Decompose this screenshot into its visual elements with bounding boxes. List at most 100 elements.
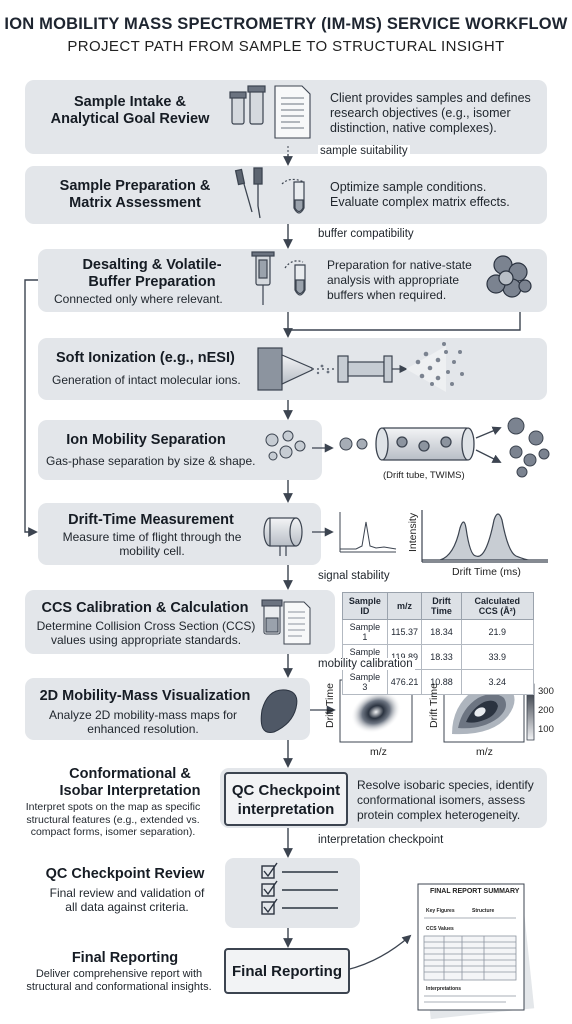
side-bracket: [288, 312, 521, 331]
table-cell: Sample 1: [342, 619, 388, 645]
table-cell: 18.34: [421, 619, 462, 645]
drift-plot-ylabel: Intensity: [407, 512, 419, 552]
side-line: distinction, native complexes).: [330, 121, 497, 135]
ccs-header-cell: Calculated CCS (Å²): [460, 592, 535, 620]
stage-desc-drift: Measure time of flight through the mobil…: [52, 530, 252, 558]
qc-box-line: QC Checkpoint: [231, 782, 341, 799]
nesi-emitter-icon: [257, 347, 336, 391]
stage-title-final: Final Reporting: [71, 950, 179, 966]
table-cell: 33.9: [460, 644, 535, 670]
side-line: research objectives (e.g., isomer: [330, 106, 511, 120]
heatmap2-ylabel: Drift Time: [428, 683, 440, 728]
stage-desc-ccs: Determine Collision Cross Section (CCS) …: [28, 619, 264, 647]
checklist-icon: [261, 862, 338, 915]
table-row: Sample 3 476.21 10.88 3.24: [342, 669, 535, 695]
stage-title-line: Sample Preparation &: [59, 178, 211, 194]
qc-box-line: interpretation: [237, 801, 335, 818]
qc-interpretation-box: QC Checkpoint interpretation: [224, 772, 348, 826]
side-line: Evaluate complex matrix effects.: [330, 195, 510, 209]
stage-desc-final: Deliver comprehensive report with struct…: [8, 968, 230, 994]
report-document-icon: [417, 883, 535, 1020]
stage-title-intake: Sample Intake & Analytical Goal Review: [40, 94, 220, 128]
table-cell: 115.37: [386, 619, 423, 645]
desc-line: Final review and validation of: [49, 886, 205, 900]
side-line: protein complex heterogeneity.: [357, 808, 521, 822]
stage-title-line: Buffer Preparation: [88, 274, 216, 290]
report-title: FINAL REPORT SUMMARY: [430, 888, 520, 895]
side-line: Optimize sample conditions.: [330, 180, 487, 194]
ccs-header-cell: Sample ID: [342, 592, 388, 620]
drift-time-plot: [421, 510, 548, 563]
stage-title-drift: Drift-Time Measurement: [68, 512, 234, 528]
table-cell: 3.24: [460, 669, 535, 695]
side-line: Preparation for native-state: [327, 258, 472, 272]
ion-spray-icon: [316, 364, 330, 375]
report-section: Interpretations: [426, 986, 462, 992]
desc-line: compact forms, isomer separation).: [30, 826, 196, 838]
colorbar-tick: 200: [538, 705, 554, 716]
stage-panel-desalt: [38, 249, 547, 312]
colorbar-tick: 300: [538, 686, 554, 697]
table-cell: 476.21: [386, 669, 423, 695]
stage-panel-ccs: [25, 590, 335, 654]
desc-line: Analyze 2D mobility-mass maps for: [48, 708, 238, 722]
table-cell: 10.88: [421, 669, 462, 695]
protein-complex-icon: [486, 255, 532, 298]
desc-line: Determine Collision Cross Section (CCS): [36, 619, 256, 633]
stage-title-ccs: CCS Calibration & Calculation: [41, 600, 249, 616]
small-drift-plot: [339, 512, 397, 553]
connector-label-interpretation-checkpoint: interpretation checkpoint: [316, 834, 446, 846]
heatmap2-xlabel: m/z: [476, 746, 493, 758]
ms-inlet-cone-icon: [337, 355, 408, 383]
separated-ions-icon: [507, 417, 550, 478]
stage-title-viz: 2D Mobility-Mass Visualization: [39, 688, 251, 704]
desc-line: structural features (e.g., extended vs.: [26, 813, 200, 826]
desc-line: Interpret spots on the map as specific: [25, 801, 201, 813]
buffer-tube-icon: [284, 260, 306, 296]
stage-panel-separation: [38, 420, 322, 480]
table-cell: 18.33: [421, 644, 462, 670]
ion-population-icon: [265, 430, 306, 461]
page-title: ION MOBILITY MASS SPECTROMETRY (IM-MS) S…: [4, 15, 568, 33]
report-section: Structure: [472, 908, 495, 914]
stage-desc-separation: Gas-phase separation by size & shape.: [46, 454, 256, 468]
vials-icon: [229, 85, 266, 125]
syringe-icon: [251, 251, 275, 305]
stage-title-qc: QC Checkpoint Review: [45, 866, 205, 882]
report-arrow: [345, 934, 412, 971]
desc-line: Deliver comprehensive report with: [35, 968, 203, 980]
side-line: conformational isomers, assess: [357, 793, 526, 807]
stage-title-separation: Ion Mobility Separation: [66, 432, 226, 448]
desc-line: enhanced resolution.: [87, 722, 199, 736]
split-arrows: [475, 426, 502, 463]
pipettes-icon: [234, 167, 263, 219]
document-icon: [274, 85, 311, 139]
ccs-table-header-row: Sample ID m/z Drift Time Calculated CCS …: [342, 592, 535, 620]
drift-tube-caption: (Drift tube, TWIMS): [383, 470, 465, 481]
mobility-blob-icon: [260, 689, 298, 734]
desc-line: mobility cell.: [119, 544, 185, 558]
desc-line: all data against criteria.: [65, 900, 189, 914]
report-section: Key Figures: [426, 908, 455, 914]
ccs-table: Sample ID m/z Drift Time Calculated CCS …: [342, 592, 535, 695]
side-line: Client provides samples and defines: [330, 91, 531, 105]
stage-desc-viz: Analyze 2D mobility-mass maps for enhanc…: [36, 708, 250, 736]
calibration-sheet-icon: [283, 601, 311, 645]
stage-title-interp: Conformational & Isobar Interpretation: [40, 766, 220, 800]
colorbar-tick: 100: [538, 724, 554, 735]
stage-desc-qc: Final review and validation of all data …: [30, 886, 224, 914]
side-line: analysis with appropriate: [327, 273, 460, 287]
stage-side-desalt: Preparation for native-state analysis wi…: [327, 258, 492, 303]
table-cell: Sample 3: [342, 669, 388, 695]
ccs-header-cell: m/z: [386, 592, 423, 620]
desc-line: structural and conformational insights.: [26, 981, 212, 993]
side-line: Resolve isobaric species, identify: [357, 778, 534, 792]
stage-title-line: Isobar Interpretation: [59, 783, 201, 799]
test-tube-icon: [281, 178, 305, 214]
stage-title-ionization: Soft Ionization (e.g., nESI): [56, 350, 235, 366]
ion-cloud-icon: [406, 342, 464, 392]
stage-panel-prep: [25, 166, 547, 224]
stage-title-line: Matrix Assessment: [69, 195, 201, 211]
connector-label-buffer-compatibility: buffer compatibility: [316, 228, 416, 240]
stage-side-prep: Optimize sample conditions. Evaluate com…: [330, 180, 542, 210]
